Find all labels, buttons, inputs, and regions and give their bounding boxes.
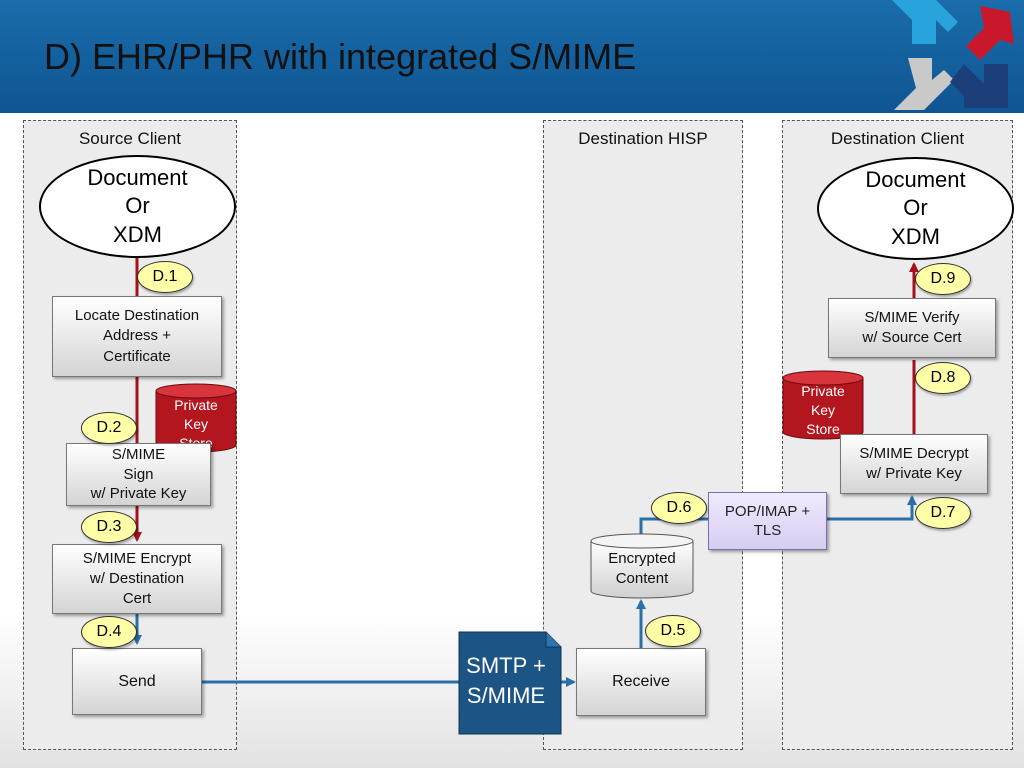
lane-destination-hisp: Destination HISP	[543, 120, 743, 750]
smime-encrypt-box: S/MIME Encrypt w/ Destination Cert	[52, 544, 222, 614]
step-badge-d6: D.6	[651, 492, 707, 524]
step-badge-d4: D.4	[81, 616, 137, 648]
source-document-oval: Document Or XDM	[39, 155, 236, 258]
locate-destination-box: Locate Destination Address + Certificate	[52, 296, 222, 377]
smime-sign-box: S/MIME Sign w/ Private Key	[66, 443, 211, 506]
step-badge-d9: D.9	[915, 263, 971, 295]
slide-title: D) EHR/PHR with integrated S/MIME	[44, 36, 637, 77]
document-icon	[458, 631, 562, 735]
slide-header	[0, 0, 1024, 113]
step-badge-d2: D.2	[81, 412, 137, 444]
cylinder-icon	[590, 533, 694, 599]
step-badge-d7: D.7	[915, 497, 971, 529]
dest-key-store-cylinder: Private Key Store	[782, 370, 864, 440]
dest-document-oval: Document Or XDM	[817, 157, 1014, 260]
step-badge-d3: D.3	[81, 511, 137, 543]
step-badge-d1: D.1	[137, 261, 193, 293]
lane-title: Destination HISP	[578, 129, 708, 148]
dest-key-store-label: Private Key Store	[801, 383, 845, 437]
smtp-smime-document: SMTP + S/MIME	[458, 631, 562, 735]
step-badge-d8: D.8	[915, 362, 971, 394]
logo-arrows-icon	[892, 0, 1014, 110]
source-key-store-cylinder: Private Key Store	[155, 383, 237, 453]
smime-decrypt-box: S/MIME Decrypt w/ Private Key	[840, 434, 988, 494]
step-badge-d5: D.5	[645, 615, 701, 647]
encrypted-content-cylinder: Encrypted Content	[590, 533, 694, 600]
smime-verify-box: S/MIME Verify w/ Source Cert	[828, 298, 996, 358]
smtp-smime-label: SMTP + S/MIME	[466, 653, 546, 708]
send-box: Send	[72, 648, 202, 715]
pop-imap-tls-box: POP/IMAP + TLS	[708, 492, 827, 550]
lane-title: Source Client	[78, 129, 182, 148]
lane-title: Destination Client	[830, 129, 965, 148]
encrypted-content-label: Encrypted Content	[608, 550, 676, 588]
receive-box: Receive	[576, 648, 706, 716]
